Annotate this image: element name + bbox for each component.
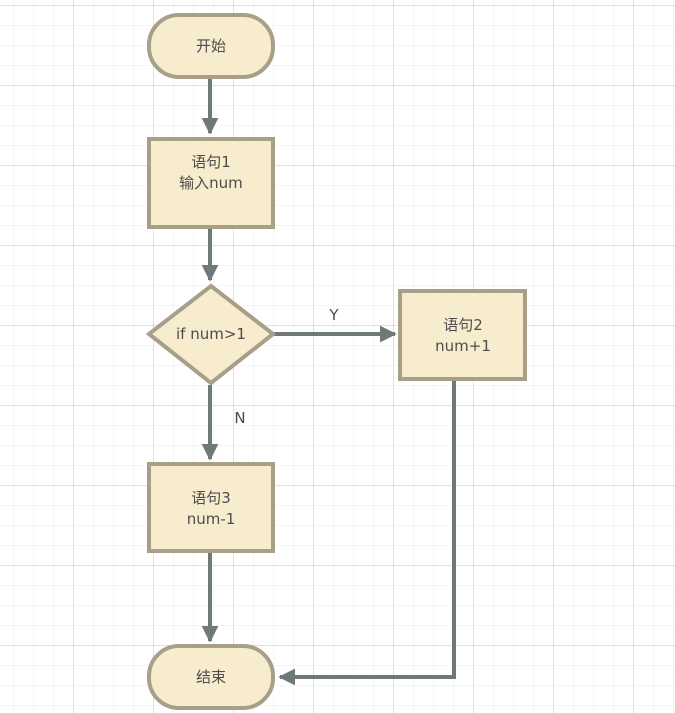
start-terminal[interactable]: 开始 (147, 13, 275, 79)
end-terminal[interactable]: 结束 (147, 644, 275, 710)
statement1-title: 语句1 (191, 153, 231, 171)
edge-statement2-to-end[interactable] (278, 380, 456, 686)
statement2-shape (398, 289, 527, 381)
statement3-detail: num-1 (187, 510, 236, 528)
end-terminal-shape (147, 644, 275, 710)
condition-decision[interactable]: if num>1 (145, 283, 277, 386)
condition-label: if num>1 (176, 325, 246, 343)
statement1-detail: 输入num (179, 174, 243, 192)
statement2-detail: num+1 (435, 337, 491, 355)
statement2-title: 语句2 (443, 316, 483, 334)
statement1-shape (147, 137, 275, 229)
yes-label: Y (328, 306, 339, 324)
start-label: 开始 (196, 37, 226, 55)
no-label: N (234, 409, 245, 427)
connectors (201, 78, 456, 686)
start-terminal-shape (147, 13, 275, 79)
statement3-shape (147, 462, 275, 553)
end-label: 结束 (196, 668, 226, 686)
statement2-process[interactable]: 语句2 num+1 (398, 289, 527, 381)
statement3-process[interactable]: 语句3 num-1 (147, 462, 275, 553)
statement3-title: 语句3 (191, 489, 231, 507)
statement1-process[interactable]: 语句1 输入num (147, 137, 275, 229)
condition-shape (145, 283, 277, 386)
